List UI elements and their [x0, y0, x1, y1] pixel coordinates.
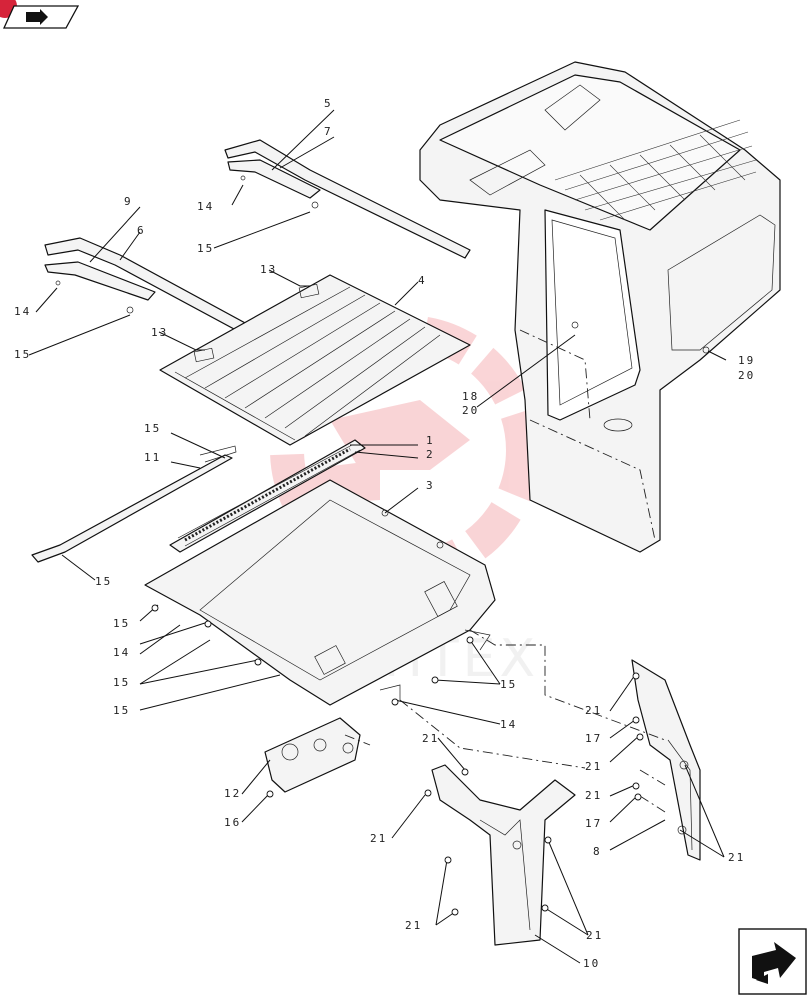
- trim-strip: [31, 445, 237, 563]
- callout-label: 5: [324, 97, 333, 110]
- callout-label: 14: [500, 718, 517, 731]
- callout-label: 15: [113, 617, 130, 630]
- roof-seal: [169, 439, 366, 553]
- callout-label: 21: [405, 919, 422, 932]
- callout-label: 21: [728, 851, 745, 864]
- headliner-panel: [159, 274, 471, 446]
- roof-rail-upper: [224, 139, 471, 259]
- callout-label: 18: [462, 390, 479, 403]
- back-nav-button[interactable]: [0, 0, 80, 32]
- ceiling-panel: [144, 479, 496, 706]
- callout-label: 15: [113, 676, 130, 689]
- callout-label: 21: [585, 704, 602, 717]
- support-bracket: [264, 717, 361, 793]
- callout-label: 10: [583, 957, 600, 970]
- callout-label: 13: [260, 263, 277, 276]
- callout-label: 15: [197, 242, 214, 255]
- callout-label: 15: [113, 704, 130, 717]
- callout-label: 21: [370, 832, 387, 845]
- callout-label: 21: [585, 789, 602, 802]
- pillar-trim-front: [431, 764, 576, 946]
- callout-label: 17: [585, 817, 602, 830]
- callout-label: 15: [500, 678, 517, 691]
- callout-label: 14: [197, 200, 214, 213]
- assembly-lines: [344, 629, 666, 813]
- fastener-marks: [151, 604, 644, 916]
- callout-label: 9: [124, 195, 133, 208]
- callout-label: 11: [144, 451, 161, 464]
- callout-label: 17: [585, 732, 602, 745]
- back-arrow-icon: [26, 9, 48, 25]
- callout-label: 20: [738, 369, 755, 382]
- callout-label: 2: [426, 448, 435, 461]
- callout-label: 15: [14, 348, 31, 361]
- callout-label: 3: [426, 479, 435, 492]
- callout-labels: 5 7 14 15 9 6 13 4 14 13 15 18 20 19 20 …: [14, 97, 755, 970]
- callout-label: 1: [426, 434, 435, 447]
- callout-label: 6: [137, 224, 146, 237]
- callout-label: 12: [224, 787, 241, 800]
- callout-label: 20: [462, 404, 479, 417]
- watermark-logo: КИНТЕХ: [270, 315, 540, 689]
- roof-rail-lower: [44, 237, 296, 359]
- cab-frame: [419, 61, 781, 553]
- watermark-text: КИНТЕХ: [300, 629, 539, 689]
- callout-label: 4: [418, 274, 427, 287]
- pillar-trim-rear: [631, 659, 701, 861]
- callout-label: 14: [14, 305, 31, 318]
- callout-label: 15: [144, 422, 161, 435]
- forward-nav-button[interactable]: [738, 928, 808, 996]
- callout-label: 21: [422, 732, 439, 745]
- callout-label: 14: [113, 646, 130, 659]
- callout-label: 13: [151, 326, 168, 339]
- callout-label: 21: [585, 760, 602, 773]
- callout-label: 21: [586, 929, 603, 942]
- callout-label: 16: [224, 816, 241, 829]
- callout-label: 19: [738, 354, 755, 367]
- callout-label: 7: [324, 125, 333, 138]
- callout-label: 8: [593, 845, 602, 858]
- leader-lines: [28, 109, 727, 964]
- callout-label: 15: [95, 575, 112, 588]
- forward-arrow-icon: [752, 942, 796, 984]
